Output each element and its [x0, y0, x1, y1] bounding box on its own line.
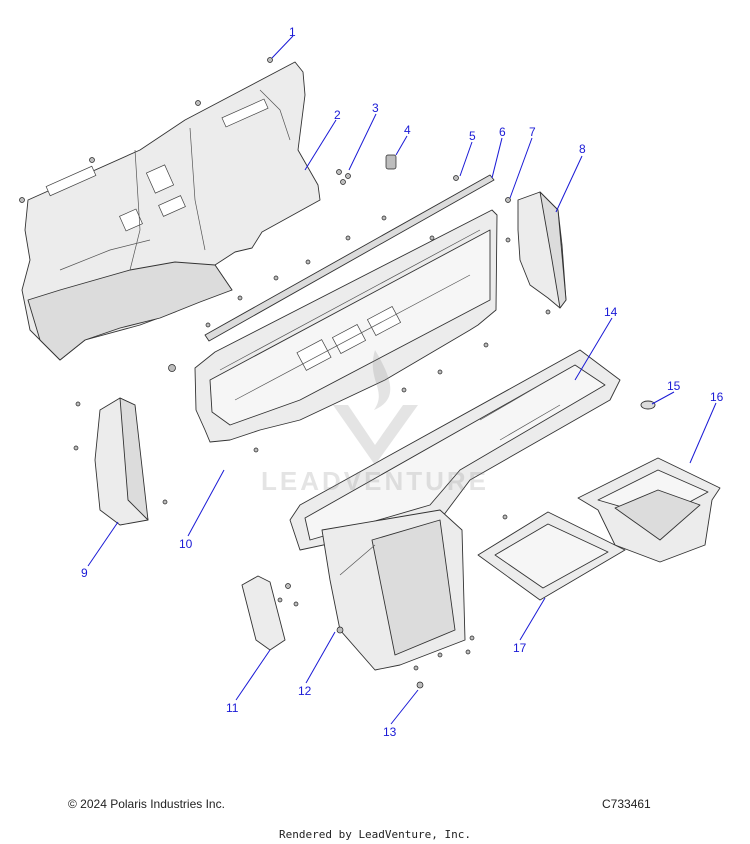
callout-15: 15	[667, 379, 681, 393]
part-2-rear-panel	[19, 57, 321, 361]
callout-8: 8	[579, 142, 586, 156]
callout-6: 6	[499, 125, 506, 139]
callout-2: 2	[334, 108, 341, 122]
fasteners-lower	[277, 514, 508, 689]
svg-text:LEADVENTURE: LEADVENTURE	[261, 466, 489, 495]
part-8-right-trim	[517, 191, 567, 309]
fasteners-group	[205, 154, 551, 453]
callout-17: 17	[513, 641, 527, 655]
leadventure-watermark: LEADVENTURE	[261, 350, 489, 495]
callout-9: 9	[81, 566, 88, 580]
part-17-tray	[477, 511, 626, 601]
rendered-by-text: Rendered by LeadVenture, Inc.	[278, 828, 472, 841]
copyright-text: © 2024 Polaris Industries Inc.	[68, 797, 225, 811]
callout-4: 4	[404, 123, 411, 137]
part-11-pad	[241, 575, 286, 651]
callout-16: 16	[710, 390, 724, 404]
callout-10: 10	[179, 537, 193, 551]
part-10-back-panel	[168, 209, 498, 443]
part-16-storage-box	[577, 457, 721, 563]
part-storage-bin	[321, 509, 466, 671]
callout-13: 13	[383, 725, 397, 739]
callout-11: 11	[226, 701, 239, 715]
part-9-left-trim	[73, 397, 168, 526]
part-15-grommet	[640, 400, 656, 410]
part-6-seal-strip	[204, 174, 495, 342]
leader-lines	[87, 35, 717, 725]
callout-1: 1	[289, 25, 296, 39]
callout-5: 5	[469, 129, 476, 143]
callout-labels: 1 2 3 4 5 6 7 8 9 10 11 12 13 14 15 16 1…	[81, 25, 724, 739]
diagram-code: C733461	[602, 797, 651, 811]
callout-3: 3	[372, 101, 379, 115]
callout-14: 14	[604, 305, 618, 319]
callout-12: 12	[298, 684, 312, 698]
callout-7: 7	[529, 125, 536, 139]
